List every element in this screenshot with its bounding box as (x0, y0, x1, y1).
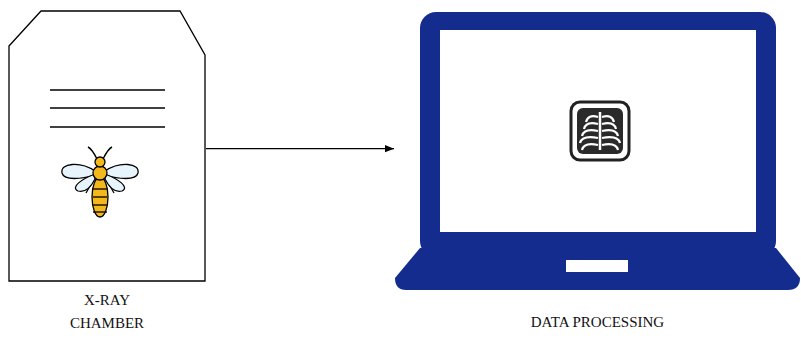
chamber-drawing (9, 11, 205, 281)
node-label: X-RAY CHAMBER (45, 289, 169, 335)
laptop-computer: DATA PROCESSING (394, 10, 801, 336)
document-line (50, 126, 165, 127)
node-label: DATA PROCESSING (529, 311, 666, 334)
chamber-outline (9, 11, 205, 281)
screen-bezel (420, 12, 776, 257)
document-line (50, 107, 165, 108)
bee-icon (62, 147, 138, 217)
laptop-outline (394, 10, 801, 336)
document-line (50, 89, 165, 90)
xray-icon (571, 102, 629, 160)
chamber-outline (8, 10, 206, 337)
laptop-drawing (395, 12, 800, 290)
xray-chamber: X-RAY CHAMBER (8, 10, 206, 337)
screen (440, 30, 756, 232)
touchpad (566, 260, 628, 272)
flow-arrow (206, 148, 394, 149)
laptop-base (395, 248, 800, 290)
